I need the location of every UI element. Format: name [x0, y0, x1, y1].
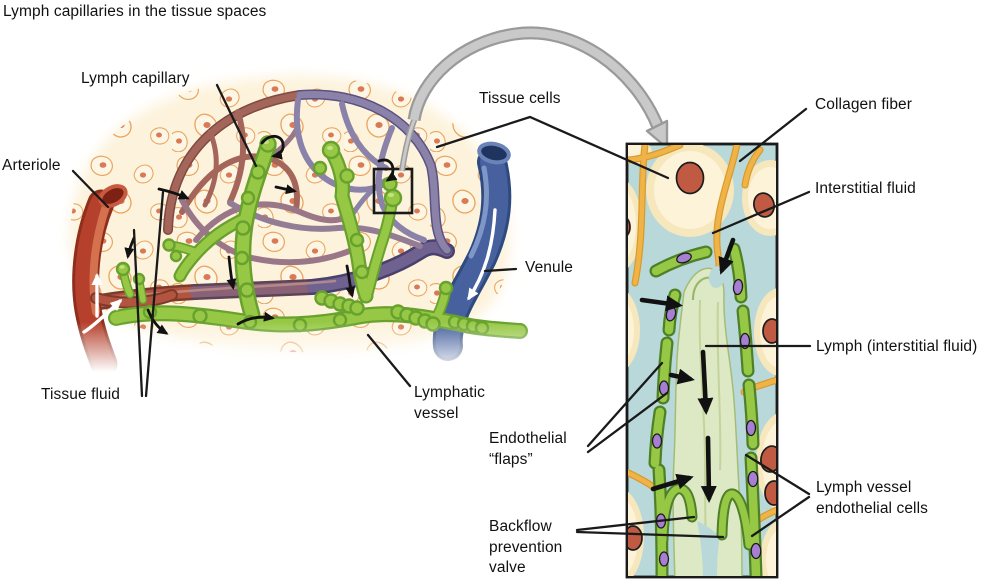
label-interstitial-fluid: Interstitial fluid [815, 180, 916, 197]
detail-flow-arrows [639, 237, 736, 503]
arteriole-opening [98, 184, 128, 208]
valve-channel [697, 521, 720, 576]
label-lymphatic-vessel: Lymphatic vessel [414, 384, 485, 422]
label-endothelial-flaps: Endothelial “flaps” [489, 430, 567, 468]
leader-tissue-fluid [132, 190, 165, 398]
label-collagen-fiber: Collagen fiber [815, 96, 913, 113]
label-tissue-cells: Tissue cells [479, 90, 561, 107]
leader-tissue-cells [435, 115, 670, 180]
figure-title: Lymph capillaries in the tissue spaces [3, 3, 267, 20]
leader-lymphatic-vessel [366, 333, 412, 388]
leader-lymph-capillary [215, 83, 258, 168]
label-backflow-valve: Backflow prevention valve [489, 518, 563, 576]
magnify-arrow [399, 26, 669, 172]
venule-opening [477, 141, 511, 165]
label-tissue-fluid: Tissue fluid [41, 386, 121, 403]
leader-interstitial-fluid [711, 190, 811, 235]
inset-box [372, 167, 414, 215]
leader-collagen-fiber [738, 107, 808, 163]
label-endothelial-cells: Lymph vessel endothelial cells [816, 479, 928, 517]
label-arteriole: Arteriole [2, 157, 61, 174]
label-leader-lines [71, 83, 812, 539]
leader-arteriole [71, 169, 110, 209]
leader-backflow-valve [575, 515, 725, 539]
leader-venule [483, 267, 518, 273]
tissue-cells-texture [69, 75, 510, 353]
leader-endothelial-cells [744, 453, 811, 538]
detail-cell-nuclei [628, 161, 776, 551]
label-venule: Venule [525, 259, 574, 276]
label-lymph: Lymph (interstitial fluid) [816, 338, 978, 355]
leader-endothelial-flaps [586, 361, 669, 454]
blood-flow-arrows [82, 208, 497, 334]
capillary-bottom-branch [92, 239, 455, 310]
label-lymph-capillary: Lymph capillary [81, 70, 190, 87]
bottom-fade [0, 322, 620, 472]
endothelial-nuclei [651, 252, 762, 567]
overview-illustration [0, 75, 620, 472]
